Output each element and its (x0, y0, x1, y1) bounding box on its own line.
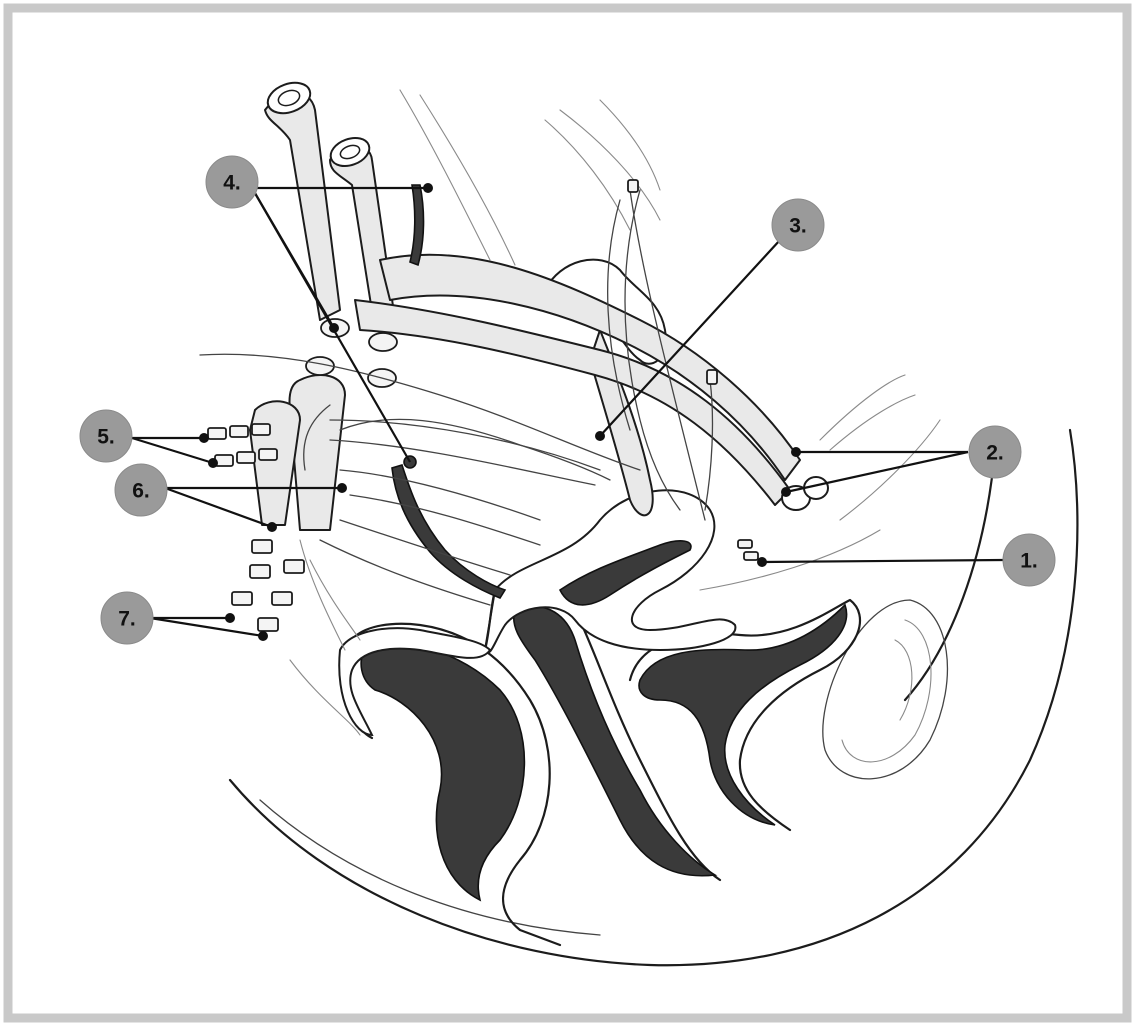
clip-5c (252, 424, 270, 435)
label-1: 1. (1003, 534, 1055, 586)
label-2: 2. (969, 426, 1021, 478)
clip-7d (284, 560, 304, 573)
clip-7b (250, 565, 270, 578)
label-5: 5. (80, 410, 132, 462)
clip-5f (259, 449, 277, 460)
label-6: 6. (115, 464, 167, 516)
label-2-text: 2. (986, 442, 1004, 465)
label-6-text: 6. (132, 480, 150, 503)
label-5-text: 5. (97, 426, 115, 449)
clip-5a (208, 428, 226, 439)
label-1-text: 1. (1020, 550, 1038, 573)
clip-7f (258, 618, 278, 631)
label-3-text: 3. (789, 215, 807, 238)
label-7: 7. (101, 592, 153, 644)
label-3: 3. (772, 199, 824, 251)
label-4-text: 4. (223, 172, 241, 195)
clip-7c (232, 592, 252, 605)
label-4: 4. (206, 156, 258, 208)
figure-frame (8, 8, 1127, 1018)
vessel-stump-2 (369, 333, 397, 351)
clip-5e (237, 452, 255, 463)
clip-5b (230, 426, 248, 437)
clip-3b (707, 370, 717, 384)
clip-1a (738, 540, 752, 548)
label-7-text: 7. (118, 608, 136, 631)
clip-3a (628, 180, 638, 192)
clip-1b (744, 552, 758, 560)
clip-7a (252, 540, 272, 553)
clip-7e (272, 592, 292, 605)
